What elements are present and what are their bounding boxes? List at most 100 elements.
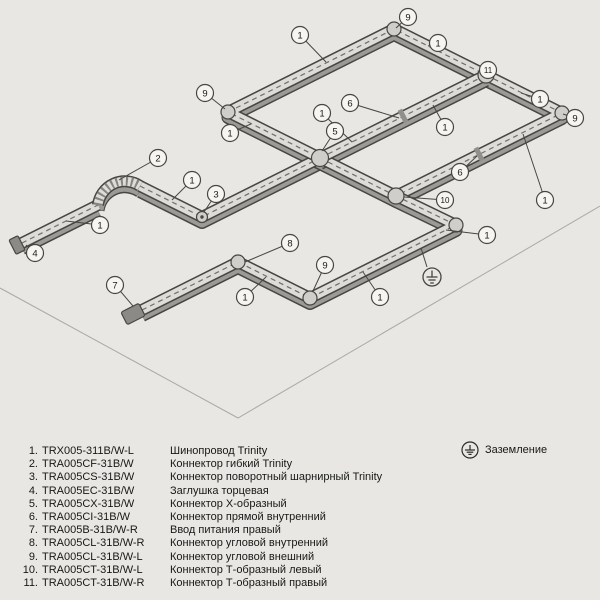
legend-row: 1. TRX005-311B/W-L Шинопровод Trinity [20,445,382,458]
callout-number: 9 [405,12,410,23]
legend-item-number: 9. [28,550,38,563]
track-slot-line [227,28,563,197]
legend-row: 6. TRA005CI-31B/W Коннектор прямой внутрен… [20,511,382,524]
legend-item-code: TRA005B-31B/W-R [42,524,138,537]
callout-7 [105,275,125,295]
swivel-pivot [200,215,204,219]
callout-9 [315,255,335,275]
callout-9 [565,108,585,128]
callout-1 [220,123,240,143]
legend-item-desc: Шинопровод Trinity [170,445,268,457]
callout-3 [206,184,226,204]
callout-number: 1 [227,128,232,139]
callout-number: 1 [242,292,247,303]
legend-item-code: TRA005CS-31B/W [42,471,135,484]
callout-number: 1 [377,292,382,303]
legend-item-desc: Заглушка торцевая [170,484,269,497]
legend-item-number: 8. [28,537,38,550]
callout-8 [280,233,300,253]
legend-item-code: TRA005CT-31B/W-L [42,563,143,576]
track-slot-line [141,195,457,311]
callout-number: 1 [97,220,102,231]
callout-number: 1 [542,195,547,206]
grounding-leader [420,247,428,268]
legend-item-number: 4. [28,484,38,497]
callout-number: 11 [484,66,493,75]
callout-5 [325,121,345,141]
track-run [19,200,101,248]
legend-item-code: TRA005CL-31B/W-L [42,550,143,563]
legend-item-desc: Ввод питания правый [170,524,281,537]
callout-10 [435,190,455,210]
legend-item-desc: Коннектор Х-образный [170,497,287,510]
legend-item-number: 5. [28,497,38,510]
legend-item-code: TRA005CI-31B/W [42,511,131,524]
callout-number: 9 [572,113,577,124]
legend-item-number: 6. [28,511,38,524]
legend-item-code: TRA005CL-31B/W-R [42,537,145,550]
callout-leader [522,133,546,201]
legend-item-desc: Коннектор гибкий Trinity [170,458,293,471]
legend-item-code: TRX005-311B/W-L [42,445,134,457]
corner-connector [302,290,318,306]
legend-row: 5. TRA005CX-31B/W Коннектор Х-образный [20,498,382,511]
legend-item-number: 3. [28,471,38,484]
legend-row: 8. TRA005CL-31B/W-R Коннектор угловой внут… [20,537,382,550]
legend-item-number: 1. [28,445,38,457]
legend-item-desc: Коннектор поворотный шарнирный Trinity [170,471,383,484]
legend-item-number: 2. [28,458,38,471]
legend-row: 7. TRA005B-31B/W-R Ввод питания правый [20,524,382,537]
legend-item-code: TRA005EC-31B/W [42,484,135,497]
callout-1 [428,33,448,53]
legend-row: 3. TRA005CS-31B/W Коннектор поворотный шар… [20,471,382,484]
corner-connector [448,217,464,233]
callout-number: 9 [202,88,207,99]
grounding-label: Заземление [485,444,548,456]
callout-number: 5 [332,126,337,137]
grounding-symbol [422,267,442,287]
callout-9 [195,83,215,103]
callout-number: 6 [347,98,352,109]
feed-connector [121,303,145,325]
callout-2 [148,148,168,168]
callout-number: 1 [319,108,324,119]
callout-number: 7 [112,280,117,291]
callout-6 [450,162,470,182]
legend-item-desc: Коннектор угловой внутренний [170,537,329,550]
callout-1 [312,103,332,123]
callout-number: 1 [537,94,542,105]
callout-number: 1 [442,122,447,133]
flex-connector-ribs [93,176,143,206]
track-run [223,24,567,201]
legend-item-number: 10. [22,563,38,576]
callout-9 [398,7,418,27]
callout-number: 9 [322,260,327,271]
endcap-connector [8,235,26,255]
grounding-legend: Заземление [461,441,547,459]
callout-1 [90,215,110,235]
legend-item-desc: Коннектор угловой внешний [170,550,315,563]
callout-number: 8 [287,238,292,249]
callout-number: 3 [213,189,218,200]
legend-row: 4. TRA005EC-31B/W Заглушка торцевая [20,485,382,498]
legend-item-code: TRA005CX-31B/W [42,497,135,510]
legend-row: 9. TRA005CL-31B/W-L Коннектор угловой внеш… [20,551,382,564]
legend-item-number: 7. [28,524,38,537]
callout-1 [182,170,202,190]
callout-1 [535,190,555,210]
callout-number: 1 [189,175,194,186]
callout-1 [477,225,497,245]
legend-item-desc: Коннектор прямой внутренний [170,511,326,524]
callout-number: 1 [435,38,440,49]
callout-11 [478,60,498,80]
callout-4 [25,243,45,263]
callout-number: 6 [457,167,462,178]
corner-connector [386,21,402,37]
callout-1 [290,25,310,45]
callout-number: 1 [297,30,302,41]
callout-1 [530,89,550,109]
